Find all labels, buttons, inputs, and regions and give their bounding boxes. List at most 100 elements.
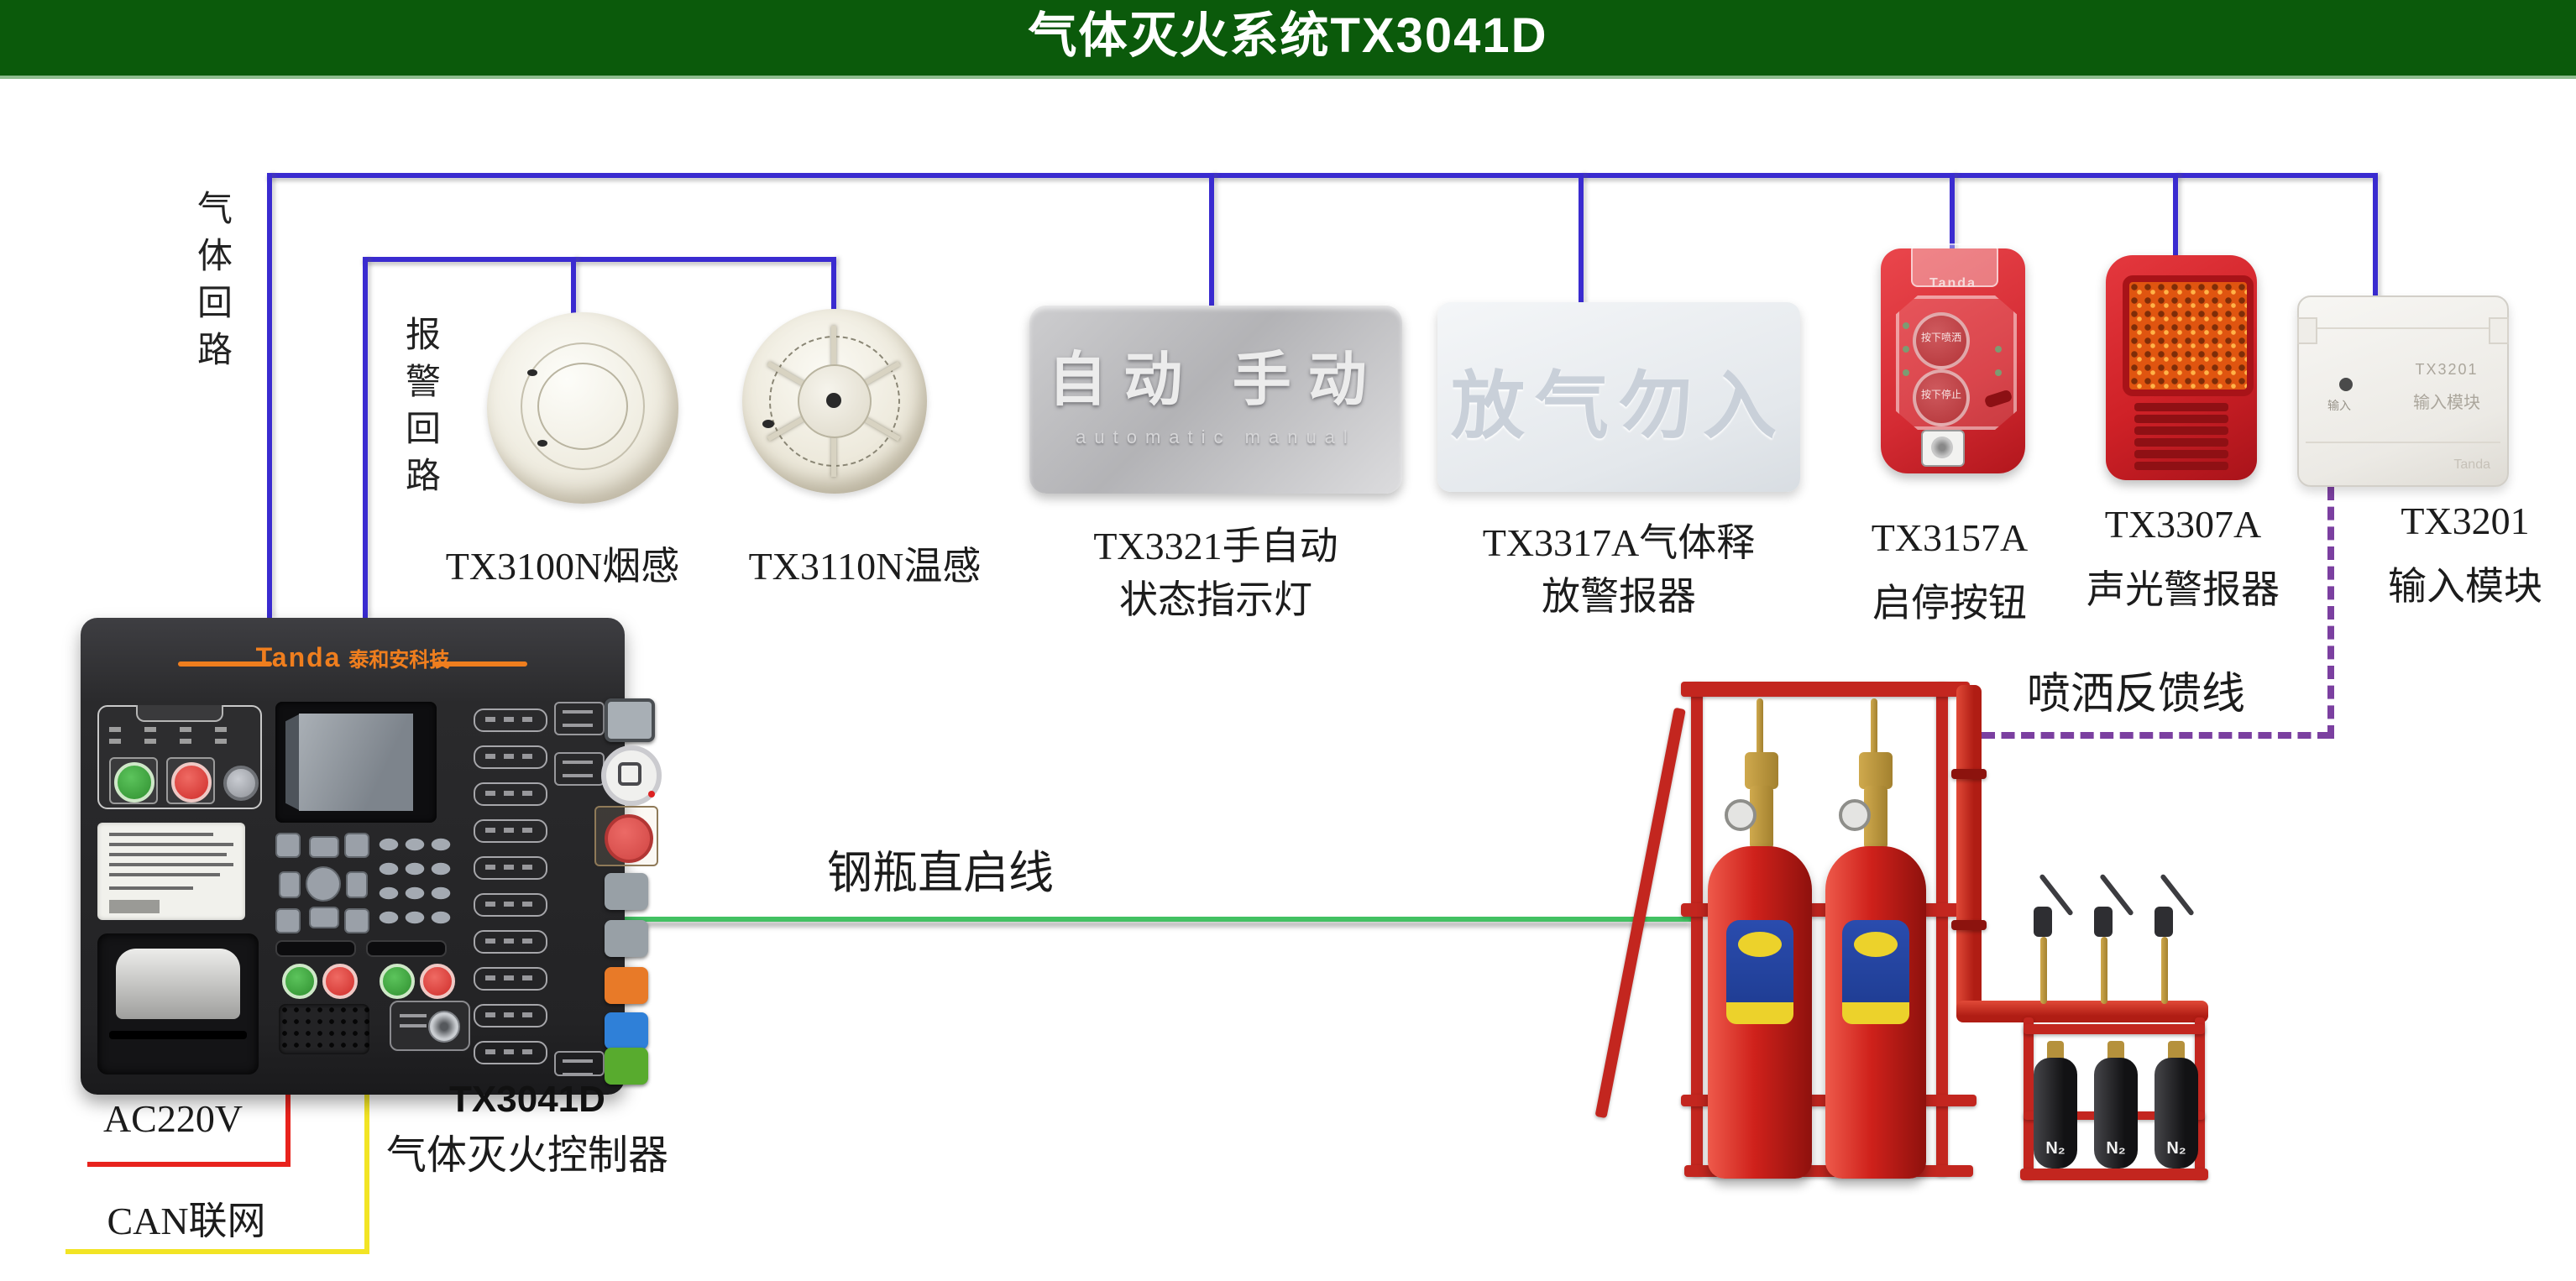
zone2-stop-button <box>420 964 455 999</box>
dpad-right <box>346 871 368 898</box>
dpad-up <box>309 836 339 858</box>
cylinder1-gauge <box>1725 799 1757 831</box>
speaker-slot <box>2134 462 2228 469</box>
orange-dash-right <box>433 661 527 667</box>
can-wire-vertical <box>364 1088 369 1254</box>
cylinder1-label <box>1726 920 1793 1024</box>
heat-detector <box>742 309 927 494</box>
input-module-label-2: 输入模块 <box>2388 566 2542 608</box>
module-seam <box>2306 327 2500 329</box>
pilot-tube <box>1757 698 1763 786</box>
agent-cylinder-2 <box>1825 846 1926 1179</box>
n2-rack-bottom-rail <box>2020 1169 2208 1180</box>
controller-brand-row: Tanda 泰和安科技 <box>81 645 625 675</box>
auto-manual-sign-text: 自动 手动 <box>1048 348 1384 413</box>
gas-loop-wire-sound-light <box>2173 173 2178 257</box>
n2-bottle-neck <box>2168 1041 2185 1061</box>
ac-power-wire-vertical <box>285 1088 291 1167</box>
gas-loop-wire-auto-manual <box>1209 173 1214 307</box>
controller-reset-button <box>223 766 259 801</box>
smoke-detector-inner-ring <box>537 363 628 450</box>
status-label-pill <box>474 856 547 880</box>
module-face-model: TX3201 <box>2415 361 2479 378</box>
dpad-left <box>279 871 301 898</box>
smoke-detector-ring <box>521 342 645 470</box>
controller-name-label: 气体灭火控制器 <box>386 1135 668 1179</box>
spray-feedback-wire-vertical <box>2327 487 2334 739</box>
heat-detector-center-dot <box>826 393 841 408</box>
lcd-bezel <box>275 702 437 823</box>
start-stop-brand: Tanda <box>1929 275 1977 290</box>
thermal-printer <box>97 933 259 1074</box>
status-label-pill <box>474 1041 547 1064</box>
speaker-slot <box>2134 415 2228 422</box>
speaker-slot <box>2134 450 2228 458</box>
rack-post-left <box>1691 682 1703 1175</box>
input-module-device: 输入 TX3201 输入模块 Tanda <box>2297 295 2509 487</box>
gas-release-sign-text: 放气勿入 <box>1451 366 1787 448</box>
numeric-keypad <box>376 833 453 930</box>
n2-rack-post-left <box>2024 1017 2034 1179</box>
starter-valve <box>2155 907 2173 937</box>
fire-controller-panel: Tanda 泰和安科技 <box>81 618 662 1095</box>
n2-bottle-neck <box>2047 1041 2064 1061</box>
start-stop-button-device: Tanda 按下喷洒 按下停止 <box>1881 243 2025 473</box>
starter-tube <box>2161 937 2168 1004</box>
status-label-pill <box>474 967 547 991</box>
lcd-screen <box>299 714 413 811</box>
gas-loop-wire-gas-release <box>1579 173 1584 304</box>
pipe-coupling <box>1951 920 1987 930</box>
start-stop-keyhole <box>1921 430 1965 467</box>
start-stop-label-2: 启停按钮 <box>1872 583 2027 625</box>
status-label-pill <box>474 708 547 732</box>
n2-rack-top-rail <box>2024 1024 2205 1034</box>
status-label-pill <box>474 745 547 769</box>
status-label-pill <box>474 893 547 917</box>
controller-brand-en: Tanda <box>255 645 342 673</box>
status-label-pill <box>474 819 547 843</box>
controller-start-button <box>114 762 154 803</box>
stop-button: 按下停止 <box>1913 369 1970 426</box>
status-label-pill <box>474 930 547 954</box>
discharge-pipe-horizontal <box>1956 1001 2208 1022</box>
orange-function-button <box>605 967 648 1004</box>
module-input-led <box>2339 378 2353 391</box>
agent-cylinder-1 <box>1708 846 1812 1179</box>
ac-power-wire-horizontal <box>87 1162 291 1167</box>
mini-label <box>554 702 605 735</box>
controller-stop-button <box>171 762 212 803</box>
smoke-detector-label: TX3100N烟感 <box>445 546 680 588</box>
speaker-slot <box>2134 438 2228 446</box>
gas-loop-wire-left <box>267 173 272 618</box>
smoke-detector <box>487 312 678 504</box>
starter-tube <box>2101 937 2107 1004</box>
discharge-pipe-vertical <box>1956 685 1982 1014</box>
emergency-start-cover <box>594 806 658 866</box>
module-notch <box>2297 317 2317 344</box>
function-key <box>275 833 301 858</box>
controller-model-label: TX3041D <box>449 1078 605 1120</box>
module-seam <box>2306 442 2500 443</box>
alarm-loop-wire-smoke <box>571 257 576 314</box>
module-brand: Tanda <box>2453 457 2490 472</box>
gas-loop-wire-start-stop <box>1950 173 1955 250</box>
start-stop-led <box>1995 369 2002 376</box>
gas-loop-wire-input-module <box>2373 173 2378 299</box>
gas-release-label-2: 放警报器 <box>1542 576 1696 618</box>
smoke-detector-led <box>527 369 537 376</box>
alarm-loop-bus-horizontal <box>363 257 836 262</box>
recessed-slot <box>275 940 356 957</box>
cylinder2-gauge <box>1839 799 1871 831</box>
cylinder-direct-start-wire <box>625 917 1691 922</box>
cylinder-assembly: N₂ N₂ N₂ <box>1594 672 2296 1195</box>
zone1-start-button <box>282 964 317 999</box>
cylinder2-label <box>1842 920 1909 1024</box>
n2-label: N₂ <box>2106 1140 2126 1158</box>
auto-manual-sign-subtext: automatic manual <box>1076 428 1356 448</box>
alarm-loop-wire-left <box>363 257 368 618</box>
auto-manual-sign: 自动 手动 automatic manual <box>1029 306 1402 494</box>
zone2-start-button <box>380 964 415 999</box>
can-wire-horizontal <box>65 1249 369 1254</box>
indicator-tab <box>136 705 223 722</box>
